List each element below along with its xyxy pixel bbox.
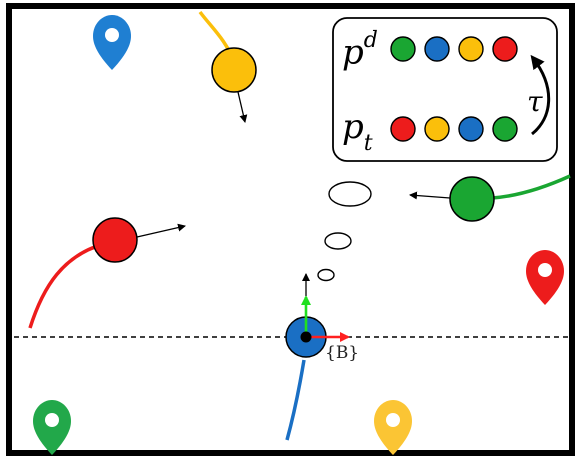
desired-order-label: pd: [342, 28, 378, 73]
green-agent-trail: [491, 174, 571, 200]
thought-bubble-large: [328, 181, 372, 207]
robot-center: [300, 331, 312, 343]
green-agent: [409, 176, 495, 222]
robot: [285, 273, 350, 358]
target-slot-2: [424, 116, 450, 142]
desired-slot-2: [424, 36, 450, 62]
yellow-agent-velocity-arrow: [237, 91, 248, 123]
transition-label: τ: [527, 85, 543, 118]
robot-frame-label: {B}: [325, 343, 360, 363]
target-order-label: pt: [342, 107, 373, 156]
yellow-goal-marker: [374, 400, 412, 455]
green-agent-velocity-arrow: [409, 191, 451, 200]
red-goal-marker: [526, 250, 564, 305]
desired-order-row: [390, 36, 518, 62]
red-agent-velocity-arrow: [136, 223, 186, 238]
blue-goal-marker: [93, 15, 131, 70]
red-agent: [92, 217, 186, 263]
target-order-row: [390, 116, 518, 142]
robot-trail: [285, 359, 306, 441]
desired-slot-4: [492, 36, 518, 62]
thought-bubble-medium: [324, 232, 352, 250]
desired-slot-1: [390, 36, 416, 62]
target-slot-4: [492, 116, 518, 142]
target-order-subscript: t: [363, 130, 373, 156]
yellow-agent: [211, 47, 257, 123]
desired-order-superscript: d: [363, 28, 378, 53]
thought-bubble-small: [317, 268, 335, 282]
desired-slot-3: [458, 36, 484, 62]
transition-arrow: [530, 54, 551, 136]
green-goal-marker: [33, 400, 71, 455]
target-slot-1: [390, 116, 416, 142]
target-slot-3: [458, 116, 484, 142]
